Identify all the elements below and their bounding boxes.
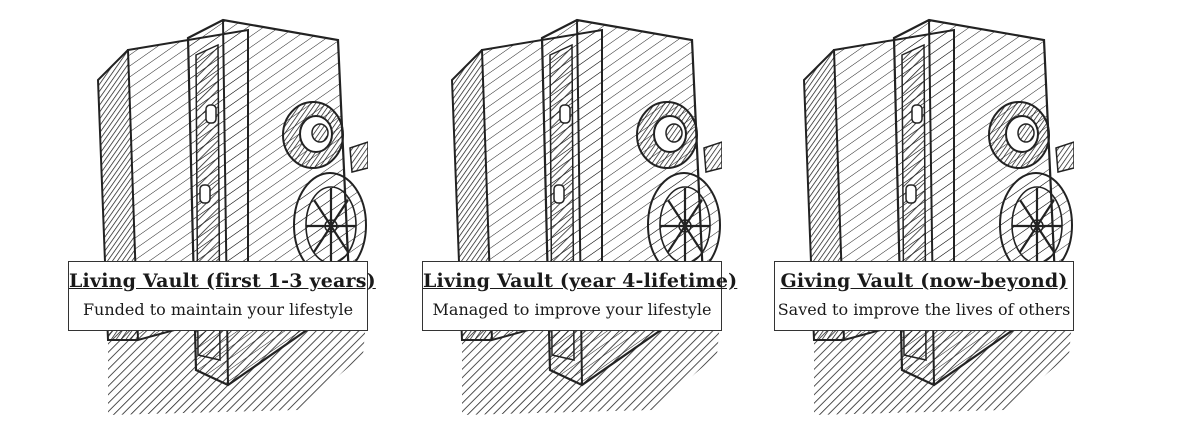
vault-title-2: Living Vault (year 4-lifetime)	[423, 270, 738, 292]
vault-title-1: Living Vault (first 1-3 years)	[69, 270, 376, 292]
caption-box-2: Living Vault (year 4-lifetime) Managed t…	[422, 261, 738, 331]
vault-title-3: Giving Vault (now-beyond)	[780, 270, 1068, 292]
vault-subtitle-1: Funded to maintain your lifestyle	[82, 300, 354, 319]
safe-illustration-3	[802, 18, 1074, 417]
vault-panel-1: Living Vault (first 1-3 years) Funded to…	[68, 10, 376, 420]
safe-illustration-2	[450, 18, 722, 417]
caption-box-3: Giving Vault (now-beyond) Saved to impro…	[774, 261, 1074, 331]
caption-box-1: Living Vault (first 1-3 years) Funded to…	[68, 261, 376, 331]
vault-subtitle-2: Managed to improve your lifestyle	[432, 300, 712, 319]
safe-illustration-1	[96, 18, 368, 417]
vault-panel-2: Living Vault (year 4-lifetime) Managed t…	[422, 10, 738, 420]
vault-subtitle-3: Saved to improve the lives of others	[777, 300, 1071, 319]
vault-panel-3: Giving Vault (now-beyond) Saved to impro…	[774, 10, 1074, 420]
